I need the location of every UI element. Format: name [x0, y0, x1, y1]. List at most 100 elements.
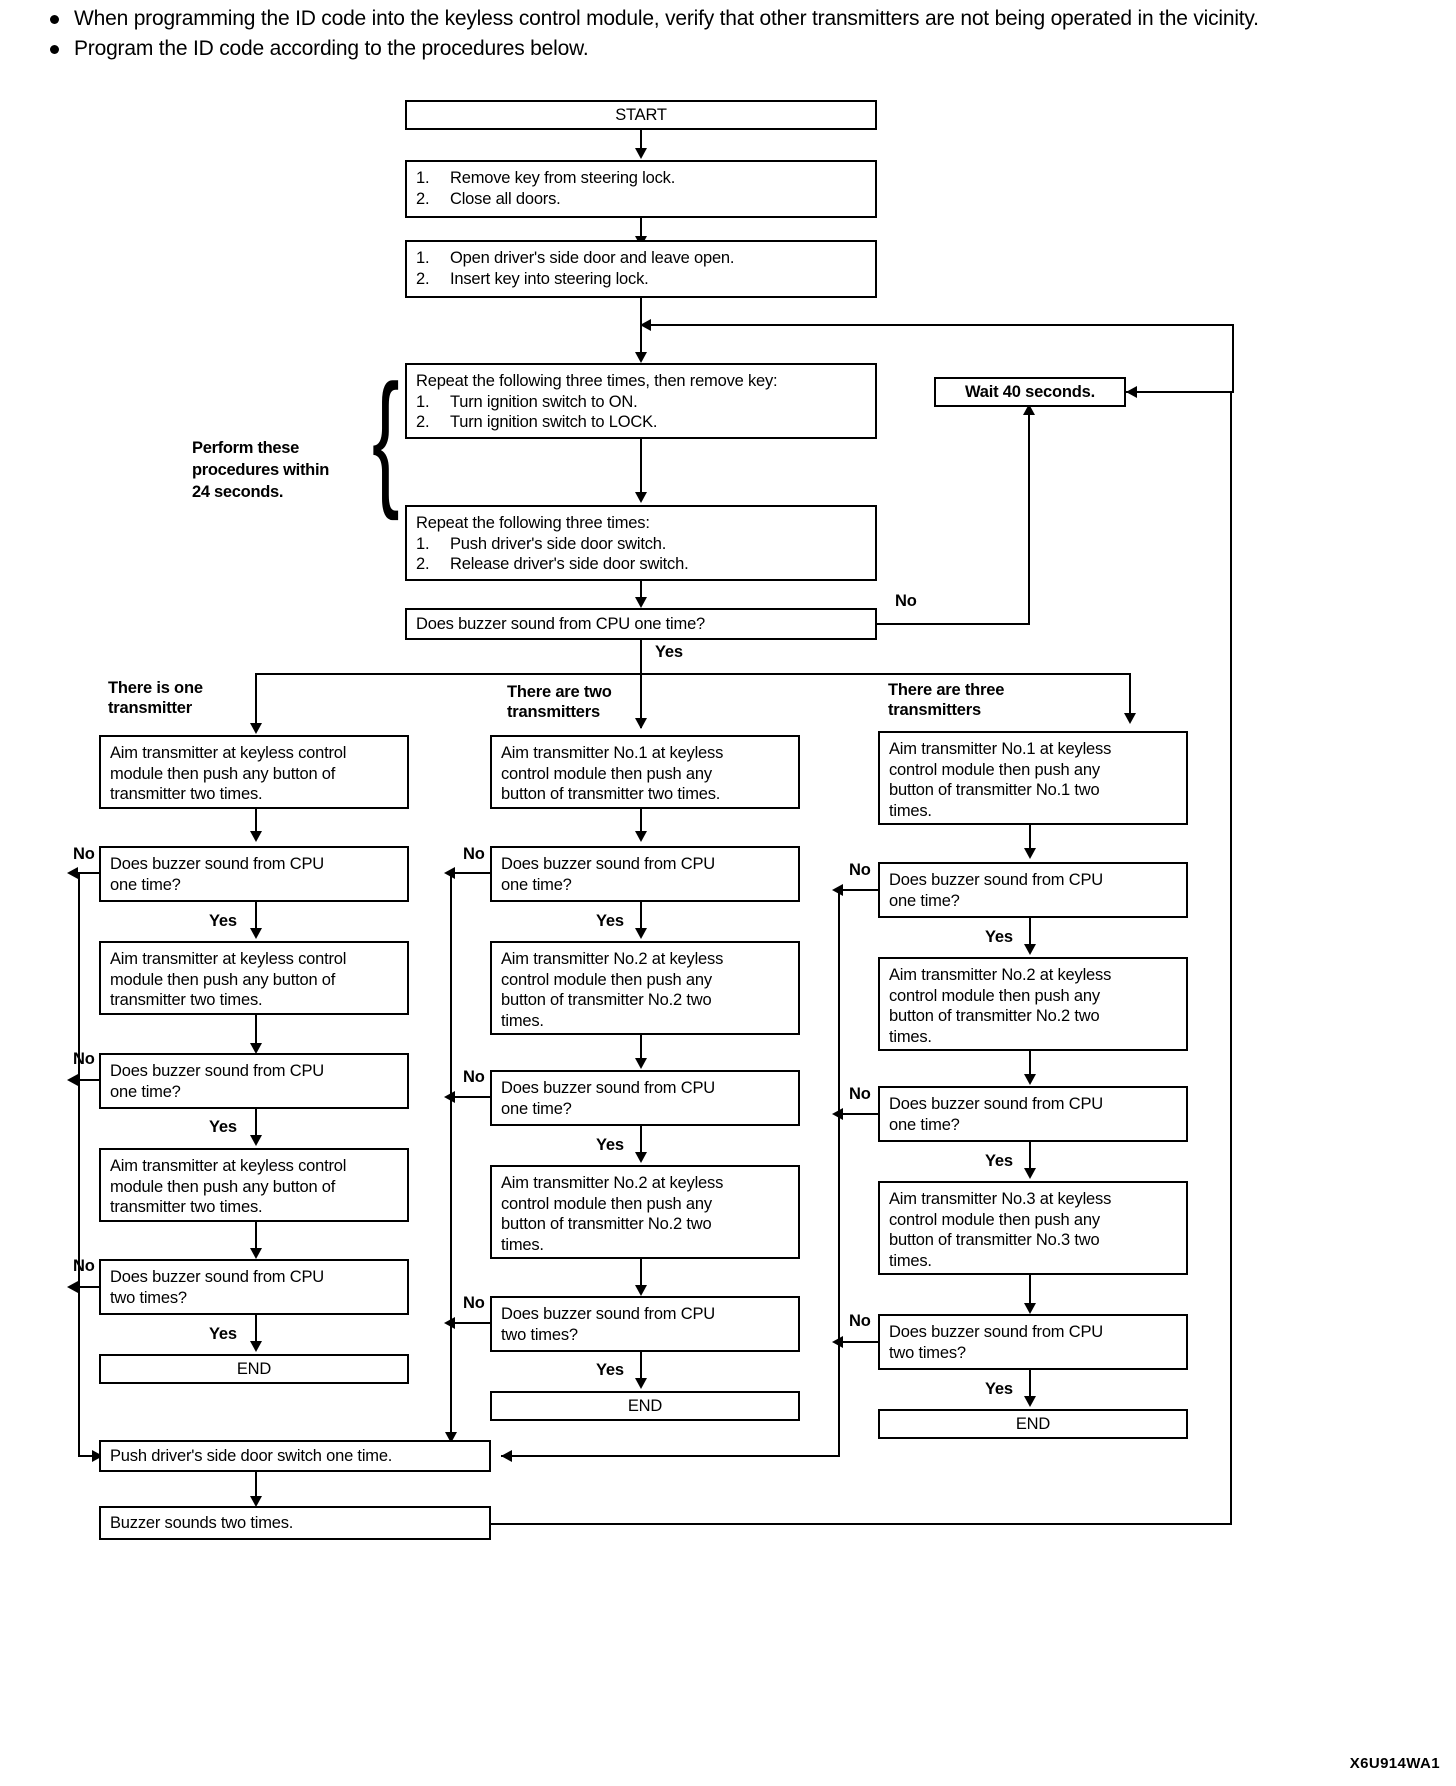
arrow-left [444, 1091, 455, 1103]
connector [640, 439, 642, 497]
list-number: 1. [416, 169, 430, 187]
yes-label: Yes [209, 912, 237, 930]
connector-no [838, 1113, 878, 1115]
arrow-left [67, 1281, 78, 1293]
branch-header-one: There is one transmitter [108, 679, 203, 717]
wait-40-seconds-box: Wait 40 seconds. [934, 377, 1126, 407]
connector-no-rail-col3 [501, 1455, 840, 1457]
yes-label: Yes [596, 912, 624, 930]
col2-decision-3-box: Does buzzer sound from CPU two times? [490, 1296, 800, 1352]
connector-yes [1029, 1142, 1031, 1174]
arrow-down [635, 718, 647, 729]
connector [640, 809, 642, 837]
box-heading: Repeat the following three times, then r… [416, 372, 778, 390]
arrow-down [445, 1432, 457, 1443]
list-number: 2. [416, 413, 430, 431]
list-number: 1. [416, 534, 430, 553]
notes-list: When programming the ID code into the ke… [38, 6, 1438, 66]
arrow-left [501, 1450, 512, 1462]
connector-return-long [1230, 392, 1232, 1525]
connector [255, 1472, 257, 1502]
yes-label: Yes [985, 1152, 1013, 1170]
connector-no [78, 872, 99, 874]
arrow-left [444, 867, 455, 879]
connector-no-rail-col2 [450, 872, 452, 1442]
connector [640, 130, 642, 152]
arrow-down [635, 352, 647, 363]
connector [255, 1222, 257, 1254]
yes-label: Yes [655, 643, 683, 661]
connector-yes [640, 902, 642, 934]
col1-action-3-box: Aim transmitter at keyless control modul… [99, 1148, 409, 1222]
connector-loop-return [640, 324, 1030, 326]
yes-label: Yes [596, 1361, 624, 1379]
list-number: 2. [416, 555, 430, 573]
box-heading: Repeat the following three times: [416, 514, 650, 532]
col3-action-2-box: Aim transmitter No.2 at keyless control … [878, 957, 1188, 1051]
col1-decision-1-box: Does buzzer sound from CPU one time? [99, 846, 409, 902]
connector-no [450, 1322, 490, 1324]
arrow-down [635, 831, 647, 842]
document-code: X6U914WA1 [1349, 1755, 1440, 1772]
arrow-down [250, 831, 262, 842]
arrow-left [640, 319, 651, 331]
list-text: Push driver's side door switch. [450, 534, 667, 553]
col1-action-2-box: Aim transmitter at keyless control modul… [99, 941, 409, 1015]
arrow-down [635, 1378, 647, 1389]
list-number: 1. [416, 249, 430, 267]
connector [1028, 324, 1234, 326]
no-label: No [73, 1257, 95, 1275]
connector-yes [640, 1352, 642, 1384]
col3-decision-2-box: Does buzzer sound from CPU one time? [878, 1086, 1188, 1142]
arrow-left [1126, 386, 1137, 398]
list-number: 1. [416, 392, 430, 411]
arrow-down [1124, 713, 1136, 724]
connector-no [1028, 412, 1030, 624]
list-text: Release driver's side door switch. [450, 555, 689, 573]
arrow-down [250, 1341, 262, 1352]
start-box: START [405, 100, 877, 130]
step-doorswitch-box: Repeat the following three times: 1. Push… [405, 505, 877, 581]
connector-no-rail-col1 [78, 1455, 102, 1457]
arrow-left [832, 1336, 843, 1348]
col2-action-3-box: Aim transmitter No.2 at keyless control … [490, 1165, 800, 1259]
col2-end-box: END [490, 1391, 800, 1421]
arrow-left [832, 1108, 843, 1120]
col3-decision-1-box: Does buzzer sound from CPU one time? [878, 862, 1188, 918]
no-label: No [895, 592, 917, 610]
list-text: Open driver's side door and leave open. [450, 249, 735, 267]
step-remove-key-box: 1.Remove key from steering lock. 2.Close… [405, 160, 877, 218]
connector [1126, 391, 1234, 393]
connector [1029, 1051, 1031, 1079]
arrow-down [250, 1135, 262, 1146]
main-decision-box: Does buzzer sound from CPU one time? [405, 608, 877, 640]
step-ignition-box: Repeat the following three times, then r… [405, 363, 877, 439]
col3-action-3-box: Aim transmitter No.3 at keyless control … [878, 1181, 1188, 1275]
connector-no [450, 872, 490, 874]
arrow-down [1024, 848, 1036, 859]
arrow-down [635, 1285, 647, 1296]
no-label: No [463, 845, 485, 863]
yes-label: Yes [209, 1118, 237, 1136]
col3-end-box: END [878, 1409, 1188, 1439]
no-label: No [849, 1312, 871, 1330]
yes-label: Yes [985, 1380, 1013, 1398]
list-text: Insert key into steering lock. [450, 269, 649, 288]
connector [640, 1035, 642, 1063]
connector-yes [255, 902, 257, 934]
list-text: Close all doors. [450, 189, 561, 208]
arrow-left [832, 884, 843, 896]
col1-decision-3-box: Does buzzer sound from CPU two times? [99, 1259, 409, 1315]
connector-no-rail-col3 [838, 889, 840, 1455]
timing-note: Perform these procedures within 24 secon… [192, 439, 330, 501]
connector [640, 581, 642, 603]
connector-yes [1029, 1370, 1031, 1402]
arrow-down [635, 597, 647, 608]
no-label: No [73, 1050, 95, 1068]
connector-yes [1029, 918, 1031, 950]
note-bullet-1: When programming the ID code into the ke… [38, 6, 1438, 32]
arrow-down [1024, 1074, 1036, 1085]
arrow-down [635, 148, 647, 159]
connector-yes [255, 1315, 257, 1347]
